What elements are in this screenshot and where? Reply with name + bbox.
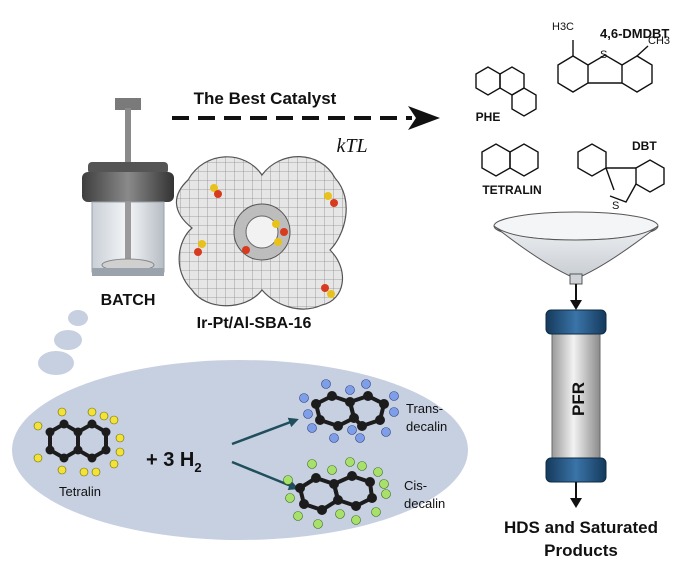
ring [577, 143, 607, 177]
metal-particle [327, 290, 335, 298]
metal-particle [324, 192, 332, 200]
dmdbt-structure [557, 40, 653, 93]
dbt-sulfur-label: S [612, 200, 619, 212]
ring [557, 55, 589, 93]
ring [511, 87, 537, 117]
ch3-label: CH3 [648, 35, 670, 47]
metal-particle [194, 248, 202, 256]
cis-decalin-label-line1: Cis- [404, 478, 427, 493]
thought-bubbles [38, 310, 88, 375]
dmdbt-label: 4,6-DMDBT [600, 26, 669, 41]
dashed-arrow-head [408, 106, 440, 130]
ring [509, 143, 539, 177]
metal-particle [274, 238, 282, 246]
trans-decalin-label-line1: Trans- [406, 401, 443, 416]
column-outlet-arrowhead [570, 498, 582, 508]
trans-decalin-hydrogens [299, 379, 399, 443]
metal-particle [242, 246, 250, 254]
phenanthrene-structure [475, 66, 537, 117]
metal-particle [330, 199, 338, 207]
thought-bubble [54, 330, 82, 350]
thought-bubble [38, 351, 74, 375]
funnel-neck [569, 273, 583, 285]
hydrogen-label: + 3 H2 [146, 449, 202, 475]
reactor-stirrer-shaft [125, 108, 131, 170]
feed-molecule-labels: PHE 4,6-DMDBT H3C CH3 S TETRALIN DBT S [476, 21, 670, 212]
batch-reactor: BATCH [82, 98, 174, 309]
column-body [551, 317, 601, 465]
funnel-outlet-arrowhead [570, 300, 582, 310]
rate-constant-label: kTL [336, 135, 367, 157]
pfr-label: PFR [569, 382, 588, 416]
cis-decalin-model [283, 457, 391, 529]
thought-bubble [68, 310, 88, 326]
column-top-cap [545, 309, 607, 335]
phe-label: PHE [476, 110, 501, 124]
catalyst-arrow: The Best Catalyst kTL [172, 89, 440, 157]
pfr-column: PFR [545, 309, 607, 508]
feed-molecules [475, 40, 665, 203]
arrow-to-trans [231, 417, 299, 446]
column-bottom-cap [545, 457, 607, 483]
ring [481, 143, 511, 177]
catalyst-metal-particles [194, 184, 338, 298]
metal-particle [210, 184, 218, 192]
funnel-cone [493, 225, 659, 277]
tetralin-ball-model [33, 407, 125, 477]
ring [635, 159, 665, 193]
thiophene-bonds [605, 167, 637, 203]
reactor-stirrer-handle [115, 98, 141, 110]
tetralin-label: Tetralin [59, 484, 101, 499]
arrow-title: The Best Catalyst [194, 89, 337, 108]
h3c-label: H3C [552, 21, 574, 33]
reactor-lid [82, 172, 174, 202]
reactor-base [92, 268, 164, 276]
tetralin-structure [481, 143, 539, 177]
catalyst-pore-inner [245, 215, 279, 249]
dbt-label: DBT [632, 139, 657, 153]
cis-decalin-hydrogens [283, 457, 391, 529]
tetralin-hydrogens [33, 407, 125, 477]
cis-decalin-carbons [295, 471, 377, 515]
trans-decalin-carbons [311, 391, 389, 431]
metal-particle [321, 284, 329, 292]
reactor-lid-top [88, 162, 168, 174]
thiophene-bonds [587, 54, 623, 84]
metal-particle [280, 228, 288, 236]
tetralin-feed-label: TETRALIN [482, 183, 541, 197]
methyl-bonds [572, 40, 649, 57]
output-label-line1: HDS and Saturated [504, 518, 658, 537]
metal-particle [272, 220, 280, 228]
output-label-line2: Products [544, 541, 618, 560]
reactor-stirrer-rod [125, 202, 131, 260]
tetralin-carbons [45, 419, 111, 463]
metal-particle [214, 190, 222, 198]
dbt-structure [577, 143, 665, 203]
cis-decalin-label-line2: decalin [404, 496, 445, 511]
batch-label: BATCH [101, 292, 156, 309]
metal-particle [198, 240, 206, 248]
sulfur-label: S [600, 49, 607, 61]
trans-decalin-label-line2: decalin [406, 419, 447, 434]
ring [475, 66, 501, 96]
ring [621, 55, 653, 93]
catalyst-label: Ir-Pt/Al-SBA-16 [197, 315, 312, 332]
funnel [493, 211, 659, 310]
trans-decalin-model [299, 379, 399, 443]
catalyst-structure: Ir-Pt/Al-SBA-16 [175, 156, 347, 332]
